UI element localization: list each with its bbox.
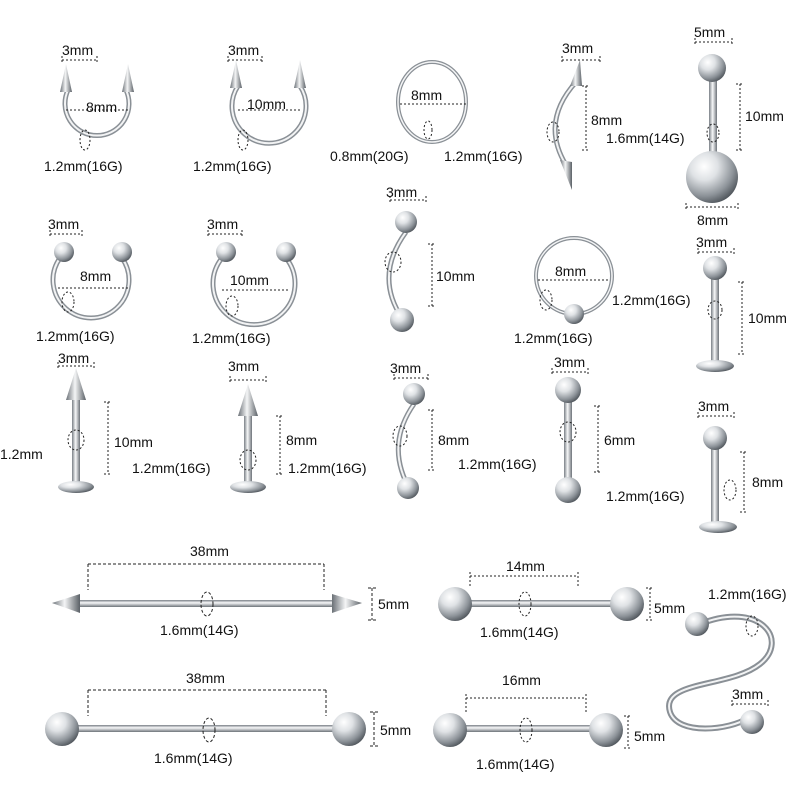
- item15-length: 8mm: [752, 474, 784, 490]
- item16-length: 38mm: [190, 543, 229, 559]
- item5-bottom-ball-size: 8mm: [697, 212, 729, 228]
- item13-ball-size: 3mm: [390, 360, 422, 376]
- item12-ball-size: 3mm: [228, 358, 260, 374]
- item6-diameter: 8mm: [80, 268, 112, 284]
- seamless-ring-8mm: [396, 60, 468, 144]
- spike-curved-barbell-8mm: [546, 56, 601, 190]
- item14-ball-size: 3mm: [554, 354, 586, 370]
- item11-ball-size: 3mm: [58, 350, 90, 366]
- item2-ball-size: 3mm: [228, 42, 260, 58]
- item3-diameter: 8mm: [411, 87, 443, 103]
- item10-length: 10mm: [748, 310, 787, 326]
- ball-industrial-barbell-38mm: [45, 689, 378, 747]
- item16-ball-size: 5mm: [378, 596, 410, 612]
- item4-length: 8mm: [591, 112, 623, 128]
- ball-barbell-14mm: [438, 572, 654, 621]
- belly-button-ring-10mm: [685, 38, 744, 211]
- spike-labret-10mm: [57, 362, 112, 493]
- item18-gauge: 1.2mm(16G): [708, 586, 787, 602]
- item13-gauge: 1.2mm(16G): [288, 460, 367, 476]
- item17-length: 14mm: [506, 558, 545, 574]
- item20-ball-size: 5mm: [634, 728, 666, 744]
- item7-ball-size: 3mm: [207, 216, 239, 232]
- ball-curved-barbell-8mm: [392, 374, 436, 499]
- item3-gauge: 0.8mm(20G): [330, 148, 409, 164]
- ball-labret-8mm: [697, 412, 748, 533]
- captive-bead-ring-8mm: [534, 236, 614, 324]
- item15-ball-size: 3mm: [698, 398, 730, 414]
- item15-gauge: 1.2mm(16G): [606, 488, 685, 504]
- item5-ball-size: 5mm: [694, 24, 726, 40]
- item8-ball-size: 3mm: [386, 184, 418, 200]
- item12-gauge: 1.2mm(16G): [132, 460, 211, 476]
- item7-gauge: 1.2mm(16G): [192, 330, 271, 346]
- item2-diameter: 10mm: [247, 96, 286, 112]
- item5-length: 10mm: [745, 108, 784, 124]
- ball-barbell-16mm: [433, 694, 632, 749]
- item19-length: 38mm: [186, 670, 225, 686]
- item5-gauge: 1.6mm(14G): [606, 130, 685, 146]
- item20-length: 16mm: [502, 672, 541, 688]
- item20-gauge: 1.6mm(14G): [476, 756, 555, 772]
- item1-gauge: 1.2mm(16G): [44, 158, 123, 174]
- item13-length: 8mm: [438, 432, 470, 448]
- item19-gauge: 1.6mm(14G): [154, 750, 233, 766]
- item16-gauge: 1.6mm(14G): [160, 622, 239, 638]
- ball-horseshoe-8mm: [49, 230, 132, 321]
- straight-barbell-6mm: [551, 368, 602, 503]
- item12-length: 8mm: [286, 432, 318, 448]
- item14-length: 6mm: [604, 432, 636, 448]
- item11-length: 10mm: [114, 434, 153, 450]
- ball-labret-10mm: [696, 248, 746, 372]
- item1-ball-size: 3mm: [62, 42, 94, 58]
- item4-ball-size: 3mm: [562, 40, 594, 56]
- item8-length: 10mm: [436, 268, 475, 284]
- item6-gauge: 1.2mm(16G): [36, 328, 115, 344]
- twist-spiral: [666, 612, 775, 734]
- item19-ball-size: 5mm: [380, 722, 412, 738]
- item2-gauge: 1.2mm(16G): [193, 158, 272, 174]
- item17-gauge: 1.6mm(14G): [480, 624, 559, 640]
- spike-horseshoe-8mm: [60, 56, 134, 151]
- spike-horseshoe-10mm: [227, 56, 309, 151]
- item9-gauge: 1.2mm(16G): [514, 330, 593, 346]
- ball-horseshoe-10mm: [207, 230, 298, 328]
- spike-labret-8mm: [229, 376, 284, 493]
- ball-curved-barbell-10mm: [384, 196, 436, 332]
- item10-ball-size: 3mm: [696, 234, 728, 250]
- item17-ball-size: 5mm: [654, 600, 686, 616]
- item10-gauge: 1.2mm(16G): [612, 292, 691, 308]
- item11-gauge: 1.2mm: [0, 446, 43, 462]
- item14-gauge: 1.2mm(16G): [458, 456, 537, 472]
- item18-ball-size: 3mm: [732, 686, 764, 702]
- item7-diameter: 10mm: [230, 272, 269, 288]
- item6-ball-size: 3mm: [48, 216, 80, 232]
- item4-gauge: 1.2mm(16G): [444, 148, 523, 164]
- spike-industrial-barbell-38mm: [52, 563, 376, 621]
- item1-diameter: 8mm: [86, 99, 118, 115]
- item9-diameter: 8mm: [555, 263, 587, 279]
